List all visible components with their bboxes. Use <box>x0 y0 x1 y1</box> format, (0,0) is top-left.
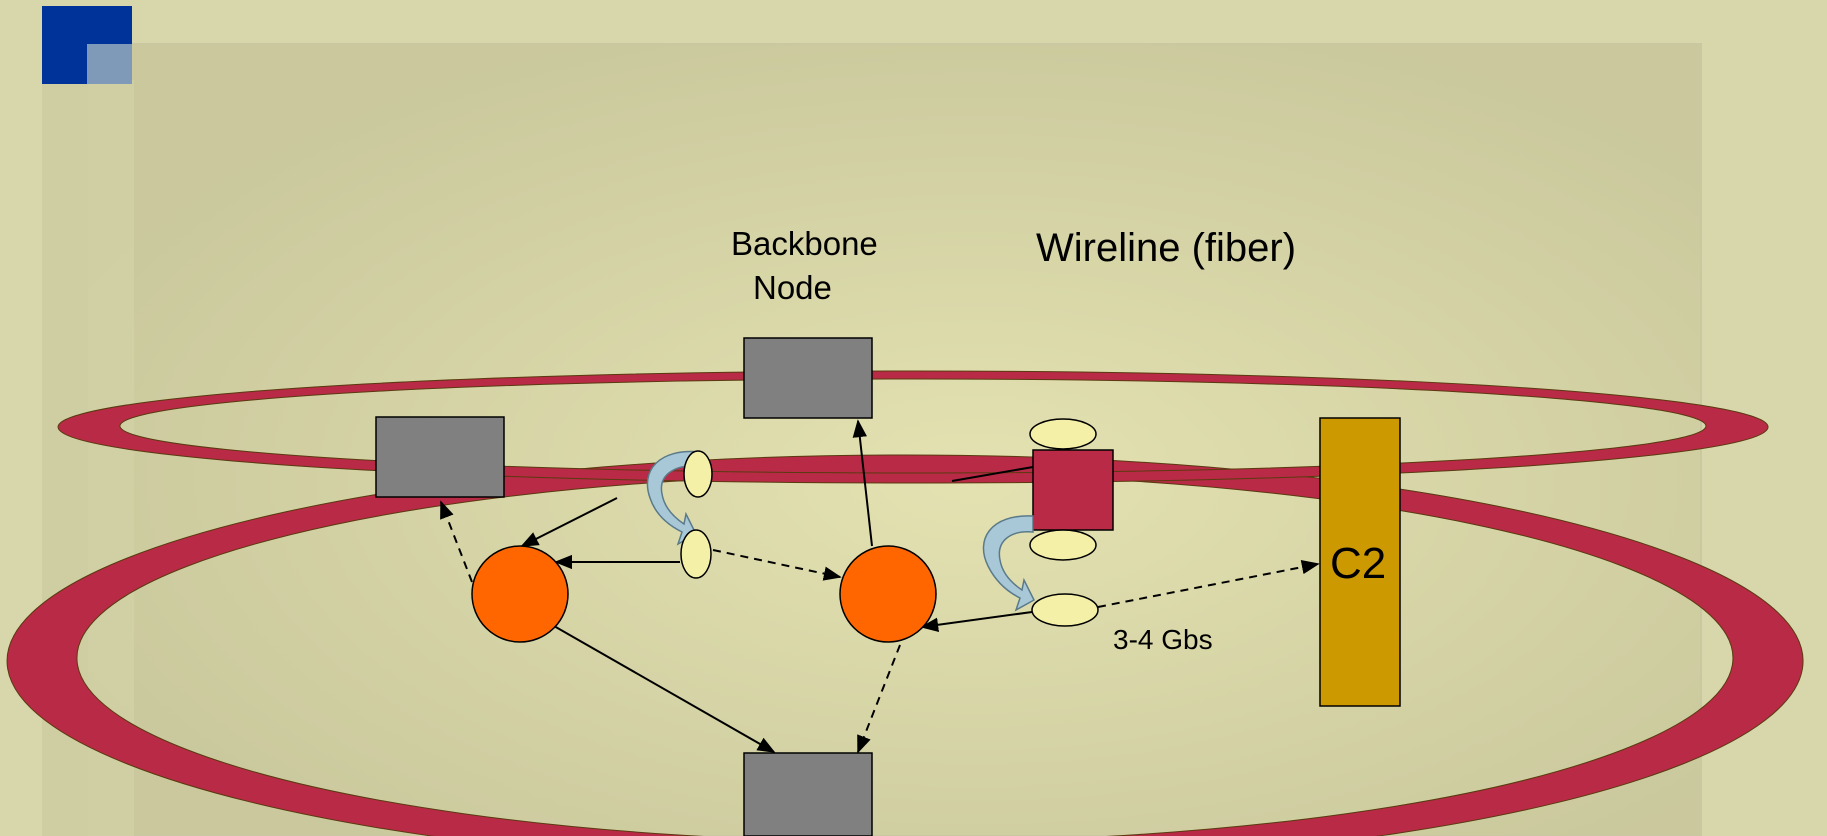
dlink-router-packet-to-c2 <box>1097 560 1320 608</box>
access-node-left[interactable] <box>471 545 569 643</box>
backbone-node-top[interactable] <box>743 337 873 419</box>
backbone-label-line1: Backbone <box>731 225 878 262</box>
dlink-right-access-to-bottom <box>857 644 901 754</box>
dlink-left-access-to-left-node <box>440 500 473 583</box>
link-right-access-to-top <box>852 419 873 547</box>
router-node[interactable] <box>1032 449 1114 531</box>
c2-box[interactable] <box>1319 417 1401 707</box>
dashed-links <box>440 500 1320 754</box>
backbone-node-label: Backbone Node <box>731 222 878 310</box>
packet <box>1029 418 1097 450</box>
link-packet-to-right-access <box>920 611 1033 632</box>
backbone-node-bottom[interactable] <box>743 752 873 836</box>
content-panel <box>86 44 1701 836</box>
links <box>520 419 1034 753</box>
dlink-packet-to-right-access <box>712 549 842 581</box>
packet <box>1029 529 1097 561</box>
link-in-to-left-access <box>520 497 618 547</box>
packet <box>683 450 713 498</box>
corner-logo-icon <box>42 6 132 84</box>
link-in-to-router <box>951 466 1034 482</box>
curved-arrow-icon <box>982 515 1035 612</box>
upper-ring <box>57 370 1769 484</box>
packet <box>1031 593 1099 627</box>
c2-label: C2 <box>1330 539 1387 588</box>
link-left-access-to-bottom <box>553 625 776 753</box>
access-node-right[interactable] <box>839 545 937 643</box>
backbone-label-line2: Node <box>753 269 832 306</box>
packet <box>680 529 712 579</box>
bandwidth-label: 3-4 Gbs <box>1113 624 1213 655</box>
backbone-node-left[interactable] <box>375 416 505 498</box>
outer-ring <box>6 454 1804 836</box>
wireline-label: Wireline (fiber) <box>1036 226 1297 270</box>
